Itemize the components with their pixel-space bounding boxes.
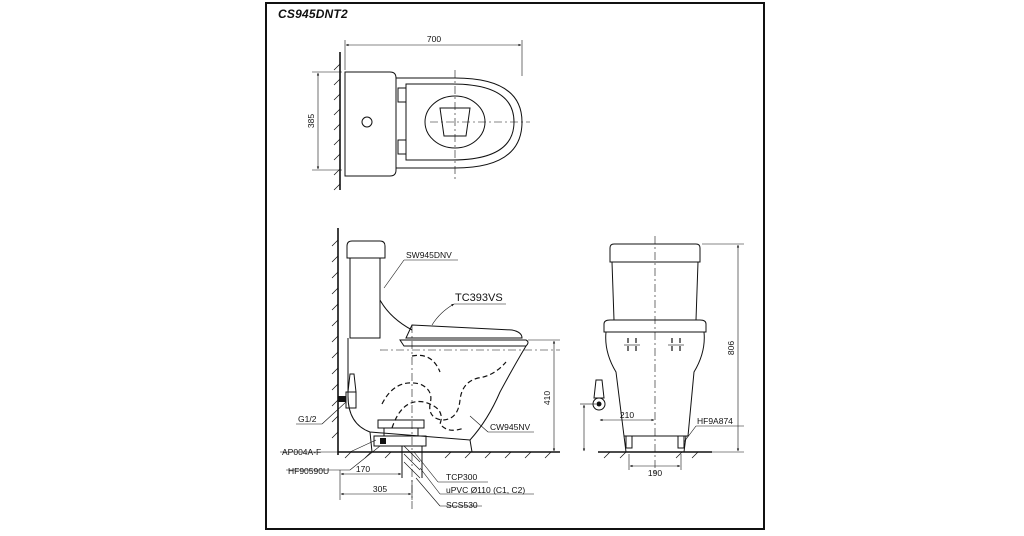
side-view-fitting (377, 419, 425, 429)
top-view-hinge (397, 87, 407, 103)
top-view-bowl-well (439, 107, 471, 137)
front-view-floor-hatch (603, 451, 699, 459)
top-view-wall-hatch (333, 63, 341, 191)
bowl-label: CW945NV (490, 422, 530, 432)
fixing-label: HF9A874 (697, 416, 733, 426)
side-view-wall-hatch (331, 239, 339, 439)
front-view-fixing (625, 435, 633, 449)
front-view-bowl (605, 331, 705, 437)
front-view-valve-hose (593, 379, 605, 399)
valve-offset-dimension: 210 (620, 410, 634, 420)
depth-dimension: 385 (306, 114, 316, 128)
front-view: 806 210 190 HF9A874 (580, 236, 744, 478)
front-view-tank-lid (609, 243, 701, 263)
top-view: 700 385 (306, 34, 530, 191)
valve-label: G1/2 (298, 414, 317, 424)
side-view-seat (405, 324, 523, 339)
drawing-sheet (265, 2, 765, 530)
side-view-tank-joint (379, 299, 413, 331)
top-view-hinge (397, 139, 407, 155)
width-dimension: 700 (427, 34, 441, 44)
flange-label: HF90590U (288, 466, 329, 476)
base-width-dimension: 190 (648, 468, 662, 478)
tcp-label: TCP300 (446, 472, 477, 482)
pipe-label: uPVC Ø110 (C1, C2) (446, 485, 525, 495)
side-view-bowl (347, 338, 527, 441)
side-view-trap-inlet (411, 354, 441, 373)
side-view-trap (381, 361, 507, 421)
top-view-flush-button (361, 116, 373, 128)
top-view-tank (344, 71, 397, 177)
rough-in-dimension: 305 (373, 484, 387, 494)
seat-label: TC393VS (455, 292, 503, 304)
front-view-seat (603, 319, 707, 333)
side-view-trap-inner (391, 400, 465, 431)
fitting-label: AP004A-F (282, 447, 321, 457)
outlet-dimension: 170 (356, 464, 370, 474)
side-view-seat-ring (399, 339, 529, 347)
front-view-bowl-foot (623, 435, 687, 453)
front-view-fixing (677, 435, 685, 449)
scs-label: SCS530 (446, 500, 478, 510)
side-view-pipe-hatch (403, 445, 421, 479)
model-code: CS945DNT2 (278, 7, 348, 21)
side-view: 410 170 305 SW945DNV TC393VS CW945NV G1/… (280, 228, 560, 510)
seat-height-dimension: 410 (542, 391, 552, 405)
tank-label: SW945DNV (406, 250, 452, 260)
front-view-hinge-marks (624, 338, 684, 352)
side-view-valve-hose (347, 373, 357, 393)
top-view-bowl (396, 77, 523, 169)
height-dimension: 806 (726, 341, 736, 355)
side-view-tank (346, 240, 386, 339)
side-view-valve-stub (338, 396, 346, 402)
side-view-floor-hatch (344, 451, 552, 459)
